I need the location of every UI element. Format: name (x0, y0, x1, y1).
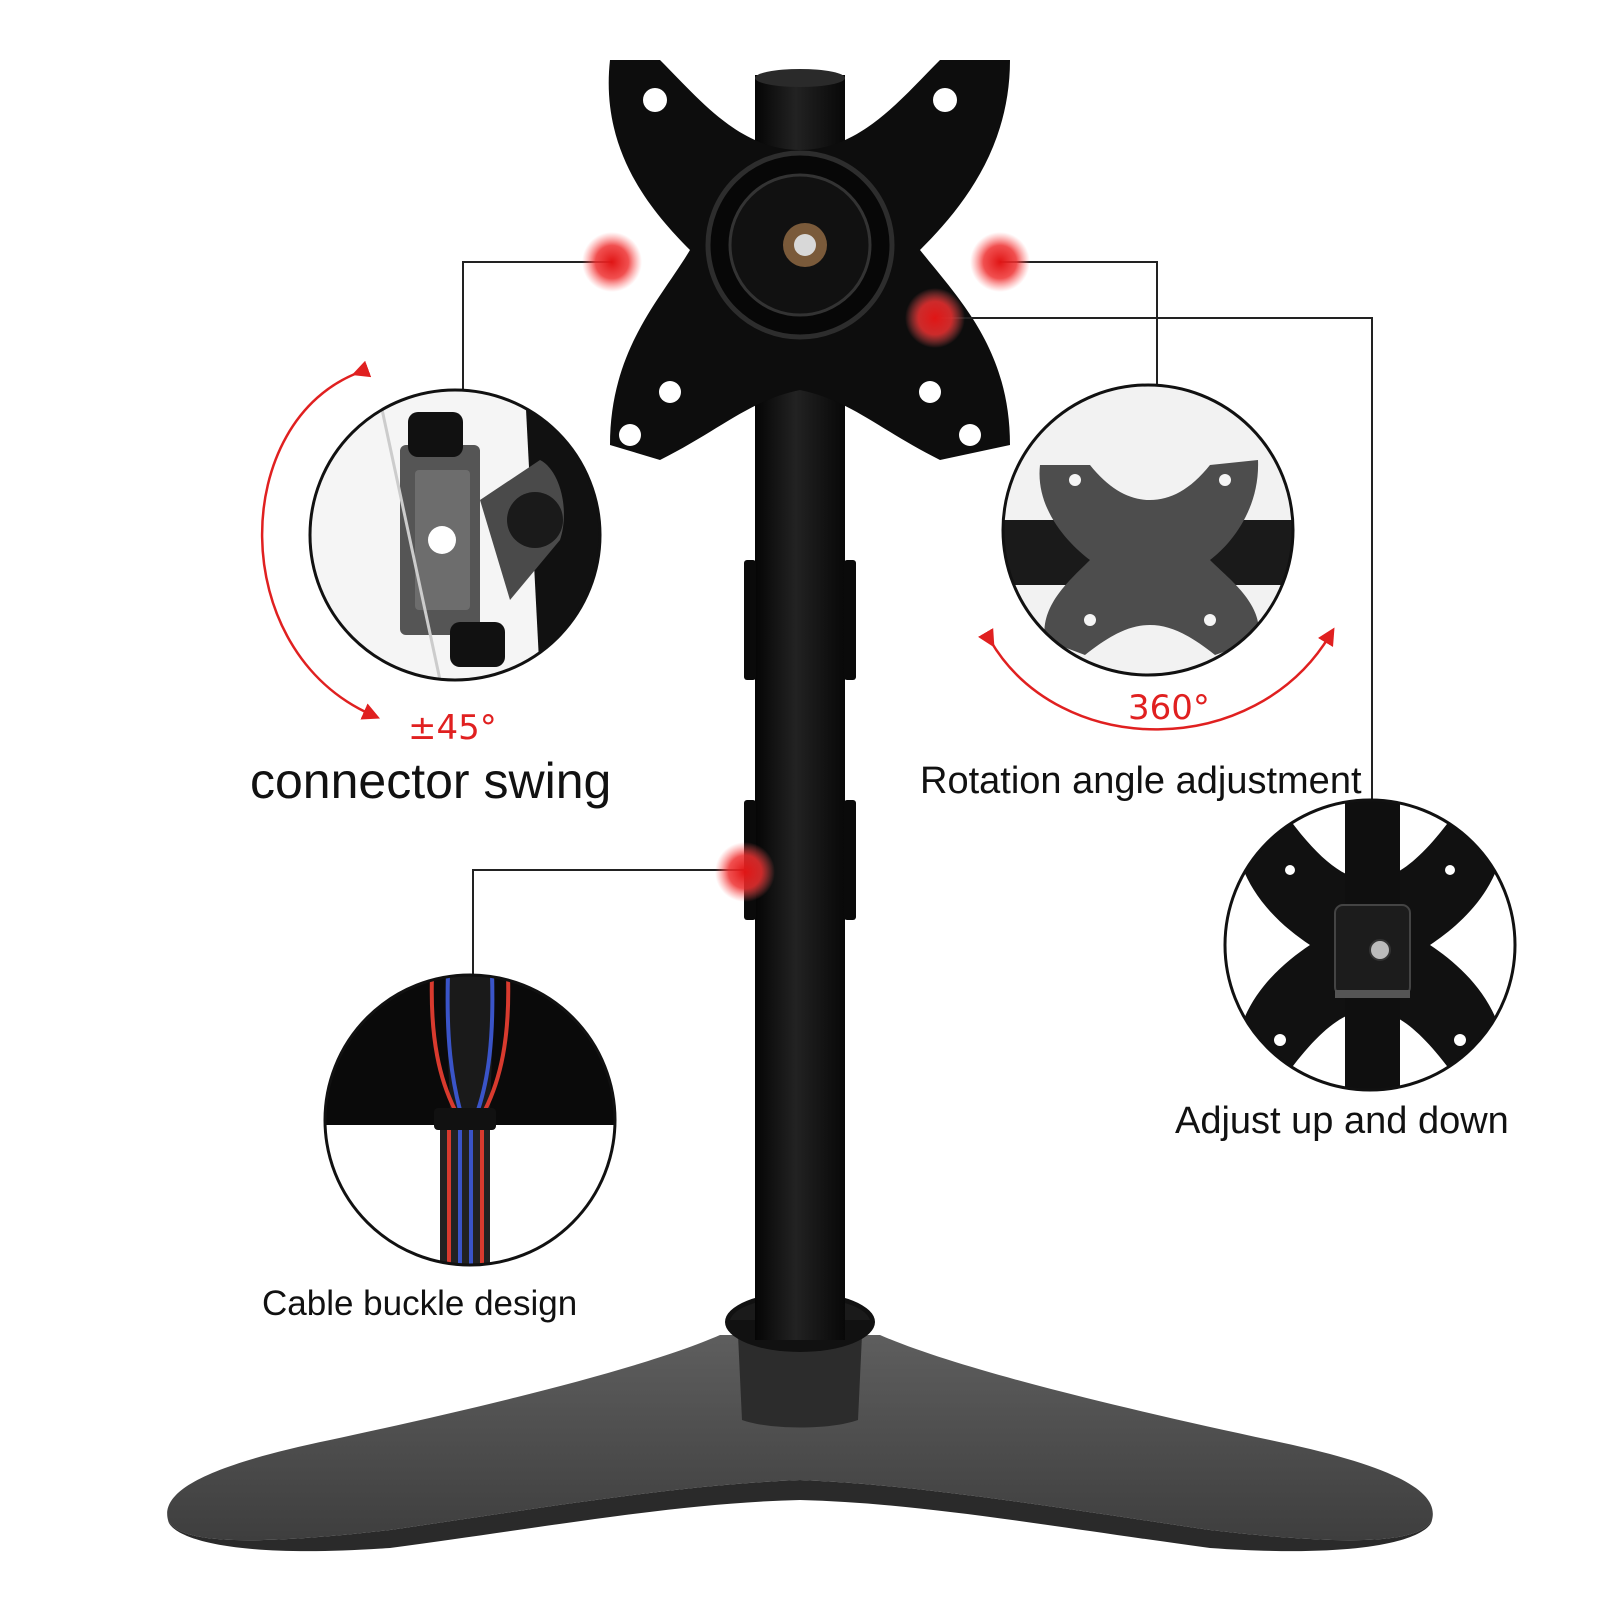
swing-arc-arrow (260, 360, 380, 720)
swing-angle-label: ±45° (408, 708, 497, 748)
vesa-mount-plate (608, 60, 1010, 460)
rotation-detail-inset (1001, 383, 1295, 677)
swing-detail-inset (308, 388, 602, 682)
height-adjust-label: Adjust up and down (1175, 1100, 1509, 1142)
cable-detail-inset (323, 973, 617, 1267)
hotspot-dot (582, 232, 642, 292)
cable-buckle-label: Cable buckle design (262, 1284, 578, 1323)
connector-swing-label: connector swing (250, 753, 612, 809)
rotation-arc-arrow (978, 627, 1335, 731)
hotspot-dot (905, 288, 965, 348)
height-detail-inset (1223, 798, 1517, 1092)
callout-lines (462, 261, 1373, 978)
rotation-angle-label: 360° (1128, 688, 1210, 728)
hotspot-dot (715, 842, 775, 902)
rotation-adjustment-label: Rotation angle adjustment (920, 760, 1362, 802)
hotspot-dot (970, 232, 1030, 292)
